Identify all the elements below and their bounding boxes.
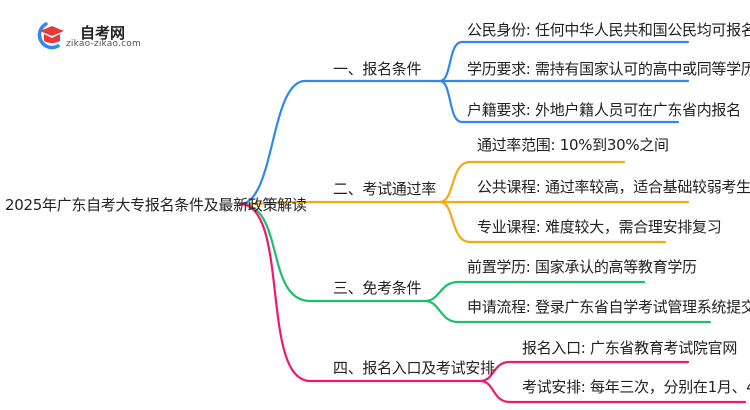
branch-3-child-2: 申请流程: 登录广东省自学考试管理系统提交材料: [467, 298, 750, 316]
branch-2-label: 二、考试通过率: [333, 180, 436, 198]
branch-1-child-1: 公民身份: 任何中华人民共和国公民均可报名: [467, 21, 750, 39]
branch-2-child-2: 公共课程: 通过率较高，适合基础较弱考生: [477, 178, 750, 196]
logo-icon: [37, 22, 64, 50]
branch-4-child-2: 考试安排: 每年三次，分别在1月、4月和10月: [522, 378, 750, 396]
branch-2-child-1-connector: [438, 160, 626, 204]
logo-subtitle: zikao-zikao.com: [66, 39, 141, 49]
branch-2-child-1: 通过率范围: 10%到30%之间: [477, 136, 669, 154]
branch-4-child-2-connector: [478, 379, 747, 404]
branch-1-child-3-connector: [438, 79, 680, 124]
root-topic: 2025年广东自考大专报名条件及最新政策解读: [5, 196, 307, 214]
branch-4-connector: [238, 202, 482, 383]
branch-2-connector: [238, 200, 442, 206]
branch-1-child-1-connector: [438, 40, 690, 83]
branch-1-child-2: 学历要求: 需持有国家认可的高中或同等学历: [467, 60, 750, 78]
branch-2-child-3-connector: [438, 200, 667, 244]
branch-3-child-2-connector: [423, 299, 712, 324]
branch-1-child-3: 户籍要求: 外地户籍人员可在广东省内报名: [467, 101, 741, 119]
branch-3-connector: [238, 202, 427, 303]
branch-3-child-1: 前置学历: 国家承认的高等教育学历: [467, 258, 697, 276]
branch-4-child-1-connector: [478, 360, 690, 383]
branch-4-child-1: 报名入口: 广东省教育考试院官网: [522, 339, 738, 357]
branch-3-child-1-connector: [423, 280, 646, 303]
branch-1-label: 一、报名条件: [333, 60, 422, 78]
branch-3-label: 三、免考条件: [333, 279, 422, 297]
branch-1-connector: [238, 79, 442, 206]
logo-title: 自考网: [80, 24, 126, 42]
branch-2-child-3: 专业课程: 难度较大，需合理安排复习: [477, 218, 722, 236]
branch-4-label: 四、报名入口及考试安排: [333, 359, 495, 377]
